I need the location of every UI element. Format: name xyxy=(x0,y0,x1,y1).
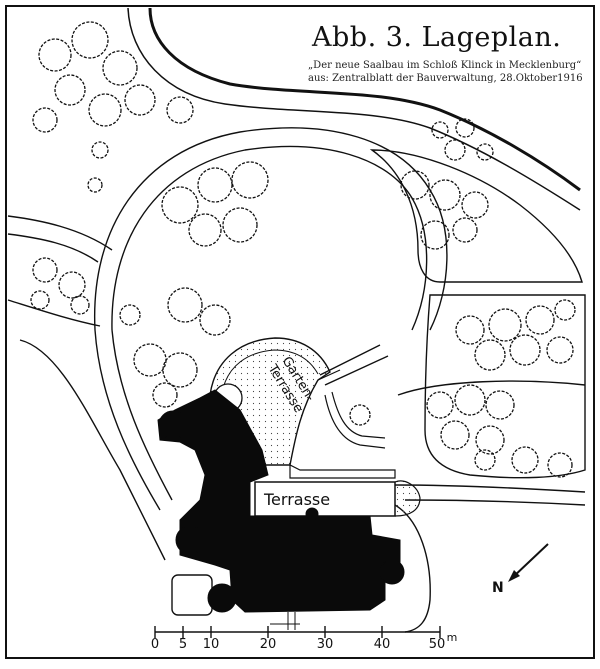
west-path xyxy=(7,215,113,327)
caption-line-2: aus: Zentralblatt der Bauverwaltung, 28.… xyxy=(308,73,583,84)
scale-tick: 30 xyxy=(317,637,334,652)
scale-bar xyxy=(154,626,441,638)
scale-unit: m xyxy=(447,631,458,644)
terrace-platform xyxy=(254,464,421,517)
terrace-label: Terrasse xyxy=(263,490,330,509)
garden-path-oval xyxy=(93,127,448,511)
scale-tick: 0 xyxy=(151,637,159,652)
scale-tick: 40 xyxy=(374,637,391,652)
map-frame xyxy=(5,5,595,659)
scale-tick: 50 xyxy=(429,637,446,652)
caption-line-1: „Der neue Saalbau im Schloß Klinck in Me… xyxy=(308,60,582,71)
north-arrow-icon xyxy=(508,543,549,582)
scale-tick: 10 xyxy=(203,637,220,652)
scale-tick: 5 xyxy=(179,637,187,652)
scale-tick-labels: 0 5 10 20 30 40 50 m xyxy=(151,631,458,652)
scale-tick: 20 xyxy=(260,637,277,652)
east-plots xyxy=(369,149,586,506)
trees xyxy=(30,21,576,478)
castle-building xyxy=(157,389,405,613)
castle-entrance xyxy=(270,612,300,630)
north-label: N xyxy=(492,580,504,596)
map-title: Abb. 3. Lageplan. xyxy=(312,22,562,53)
main-road xyxy=(127,7,581,211)
